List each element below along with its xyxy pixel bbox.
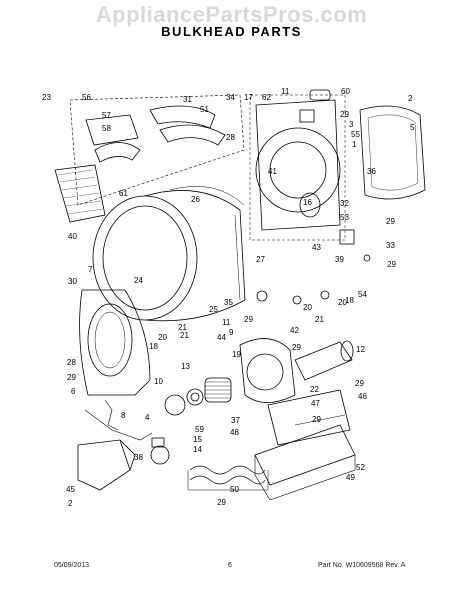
callout-label: 28 bbox=[67, 358, 76, 367]
callout-label: 35 bbox=[224, 298, 233, 307]
callout-label: 29 bbox=[217, 498, 226, 507]
callout-label: 19 bbox=[232, 350, 241, 359]
callout-label: 27 bbox=[256, 255, 265, 264]
callout-label: 23 bbox=[42, 93, 51, 102]
footer-date: 05/09/2013 bbox=[54, 562, 90, 569]
callout-label: 29 bbox=[244, 315, 253, 324]
callout-label: 50 bbox=[230, 485, 239, 494]
callout-label: 28 bbox=[226, 133, 235, 142]
callout-label: 13 bbox=[181, 362, 190, 371]
callout-label: 17 bbox=[244, 93, 253, 102]
callout-label: 46 bbox=[358, 392, 367, 401]
callout-label: 8 bbox=[121, 411, 126, 420]
callout-label: 42 bbox=[290, 326, 299, 335]
callout-label: 18 bbox=[149, 342, 158, 351]
callout-label: 40 bbox=[68, 232, 77, 241]
callout-label: 21 bbox=[178, 323, 187, 332]
callout-label: 29 bbox=[67, 373, 76, 382]
callout-label: 15 bbox=[193, 435, 202, 444]
callout-label: 20 bbox=[158, 333, 167, 342]
callout-label: 36 bbox=[367, 167, 376, 176]
callout-label: 44 bbox=[217, 333, 226, 342]
callout-label: 51 bbox=[200, 105, 209, 114]
callout-label: 33 bbox=[386, 241, 395, 250]
callout-label: 34 bbox=[226, 93, 235, 102]
callout-label: 6 bbox=[71, 387, 76, 396]
callout-label: 56 bbox=[82, 93, 91, 102]
callout-label: 1 bbox=[352, 140, 357, 149]
callout-label: 10 bbox=[154, 377, 163, 386]
callout-label: 55 bbox=[351, 130, 360, 139]
callout-label: 53 bbox=[340, 213, 349, 222]
callout-label: 11 bbox=[222, 318, 231, 327]
watermark: AppliancePartsPros.com bbox=[95, 2, 368, 27]
callout-label: 45 bbox=[66, 485, 75, 494]
callout-label: 32 bbox=[340, 199, 349, 208]
callout-label: 49 bbox=[346, 473, 355, 482]
callout-label: 7 bbox=[88, 265, 93, 274]
callout-label: 16 bbox=[303, 198, 312, 207]
callout-label: 41 bbox=[268, 167, 277, 176]
callout-label: 12 bbox=[356, 345, 365, 354]
callout-label: 22 bbox=[310, 385, 319, 394]
callout-label: 52 bbox=[356, 463, 365, 472]
callout-label: 20 bbox=[303, 303, 312, 312]
callout-label: 25 bbox=[209, 305, 218, 314]
callout-label: 9 bbox=[229, 328, 234, 337]
callout-label: 47 bbox=[311, 399, 320, 408]
callout-label: 30 bbox=[68, 277, 77, 286]
callout-label: 38 bbox=[134, 453, 143, 462]
callout-label: 61 bbox=[119, 189, 128, 198]
callout-label: 29 bbox=[312, 415, 321, 424]
callout-label: 18 bbox=[345, 296, 354, 305]
callout-label: 24 bbox=[134, 276, 143, 285]
callout-label: 31 bbox=[183, 95, 192, 104]
footer-page: 6 bbox=[228, 562, 232, 569]
callout-label: 29 bbox=[386, 217, 395, 226]
callout-label: 21 bbox=[315, 315, 324, 324]
callout-label: 43 bbox=[312, 243, 321, 252]
callout-label: 4 bbox=[145, 413, 150, 422]
callout-label: 3 bbox=[349, 120, 354, 129]
callout-label: 14 bbox=[193, 445, 202, 454]
callout-label: 5 bbox=[410, 123, 415, 132]
callout-label: 21 bbox=[180, 331, 189, 340]
callout-label: 20 bbox=[338, 298, 347, 307]
callout-label: 59 bbox=[195, 425, 204, 434]
callout-label: 37 bbox=[231, 416, 240, 425]
callout-label: 26 bbox=[191, 195, 200, 204]
callout-label: 58 bbox=[102, 124, 111, 133]
callout-label: 39 bbox=[335, 255, 344, 264]
callout-label: 11 bbox=[281, 87, 290, 96]
callout-label: 29 bbox=[387, 260, 396, 269]
callout-label: 29 bbox=[355, 379, 364, 388]
callout-label: 29 bbox=[292, 343, 301, 352]
page-title: BULKHEAD PARTS bbox=[161, 24, 302, 39]
callout-label: 60 bbox=[341, 87, 350, 96]
callout-label: 29 bbox=[340, 110, 349, 119]
callout-label: 57 bbox=[102, 111, 111, 120]
callout-label: 62 bbox=[262, 93, 271, 102]
callout-label: 48 bbox=[230, 428, 239, 437]
callout-label: 2 bbox=[68, 499, 73, 508]
callout-label: 2 bbox=[408, 94, 413, 103]
footer-part-number: Part No. W10609568 Rev. A bbox=[318, 562, 406, 569]
callout-label: 54 bbox=[358, 290, 367, 299]
